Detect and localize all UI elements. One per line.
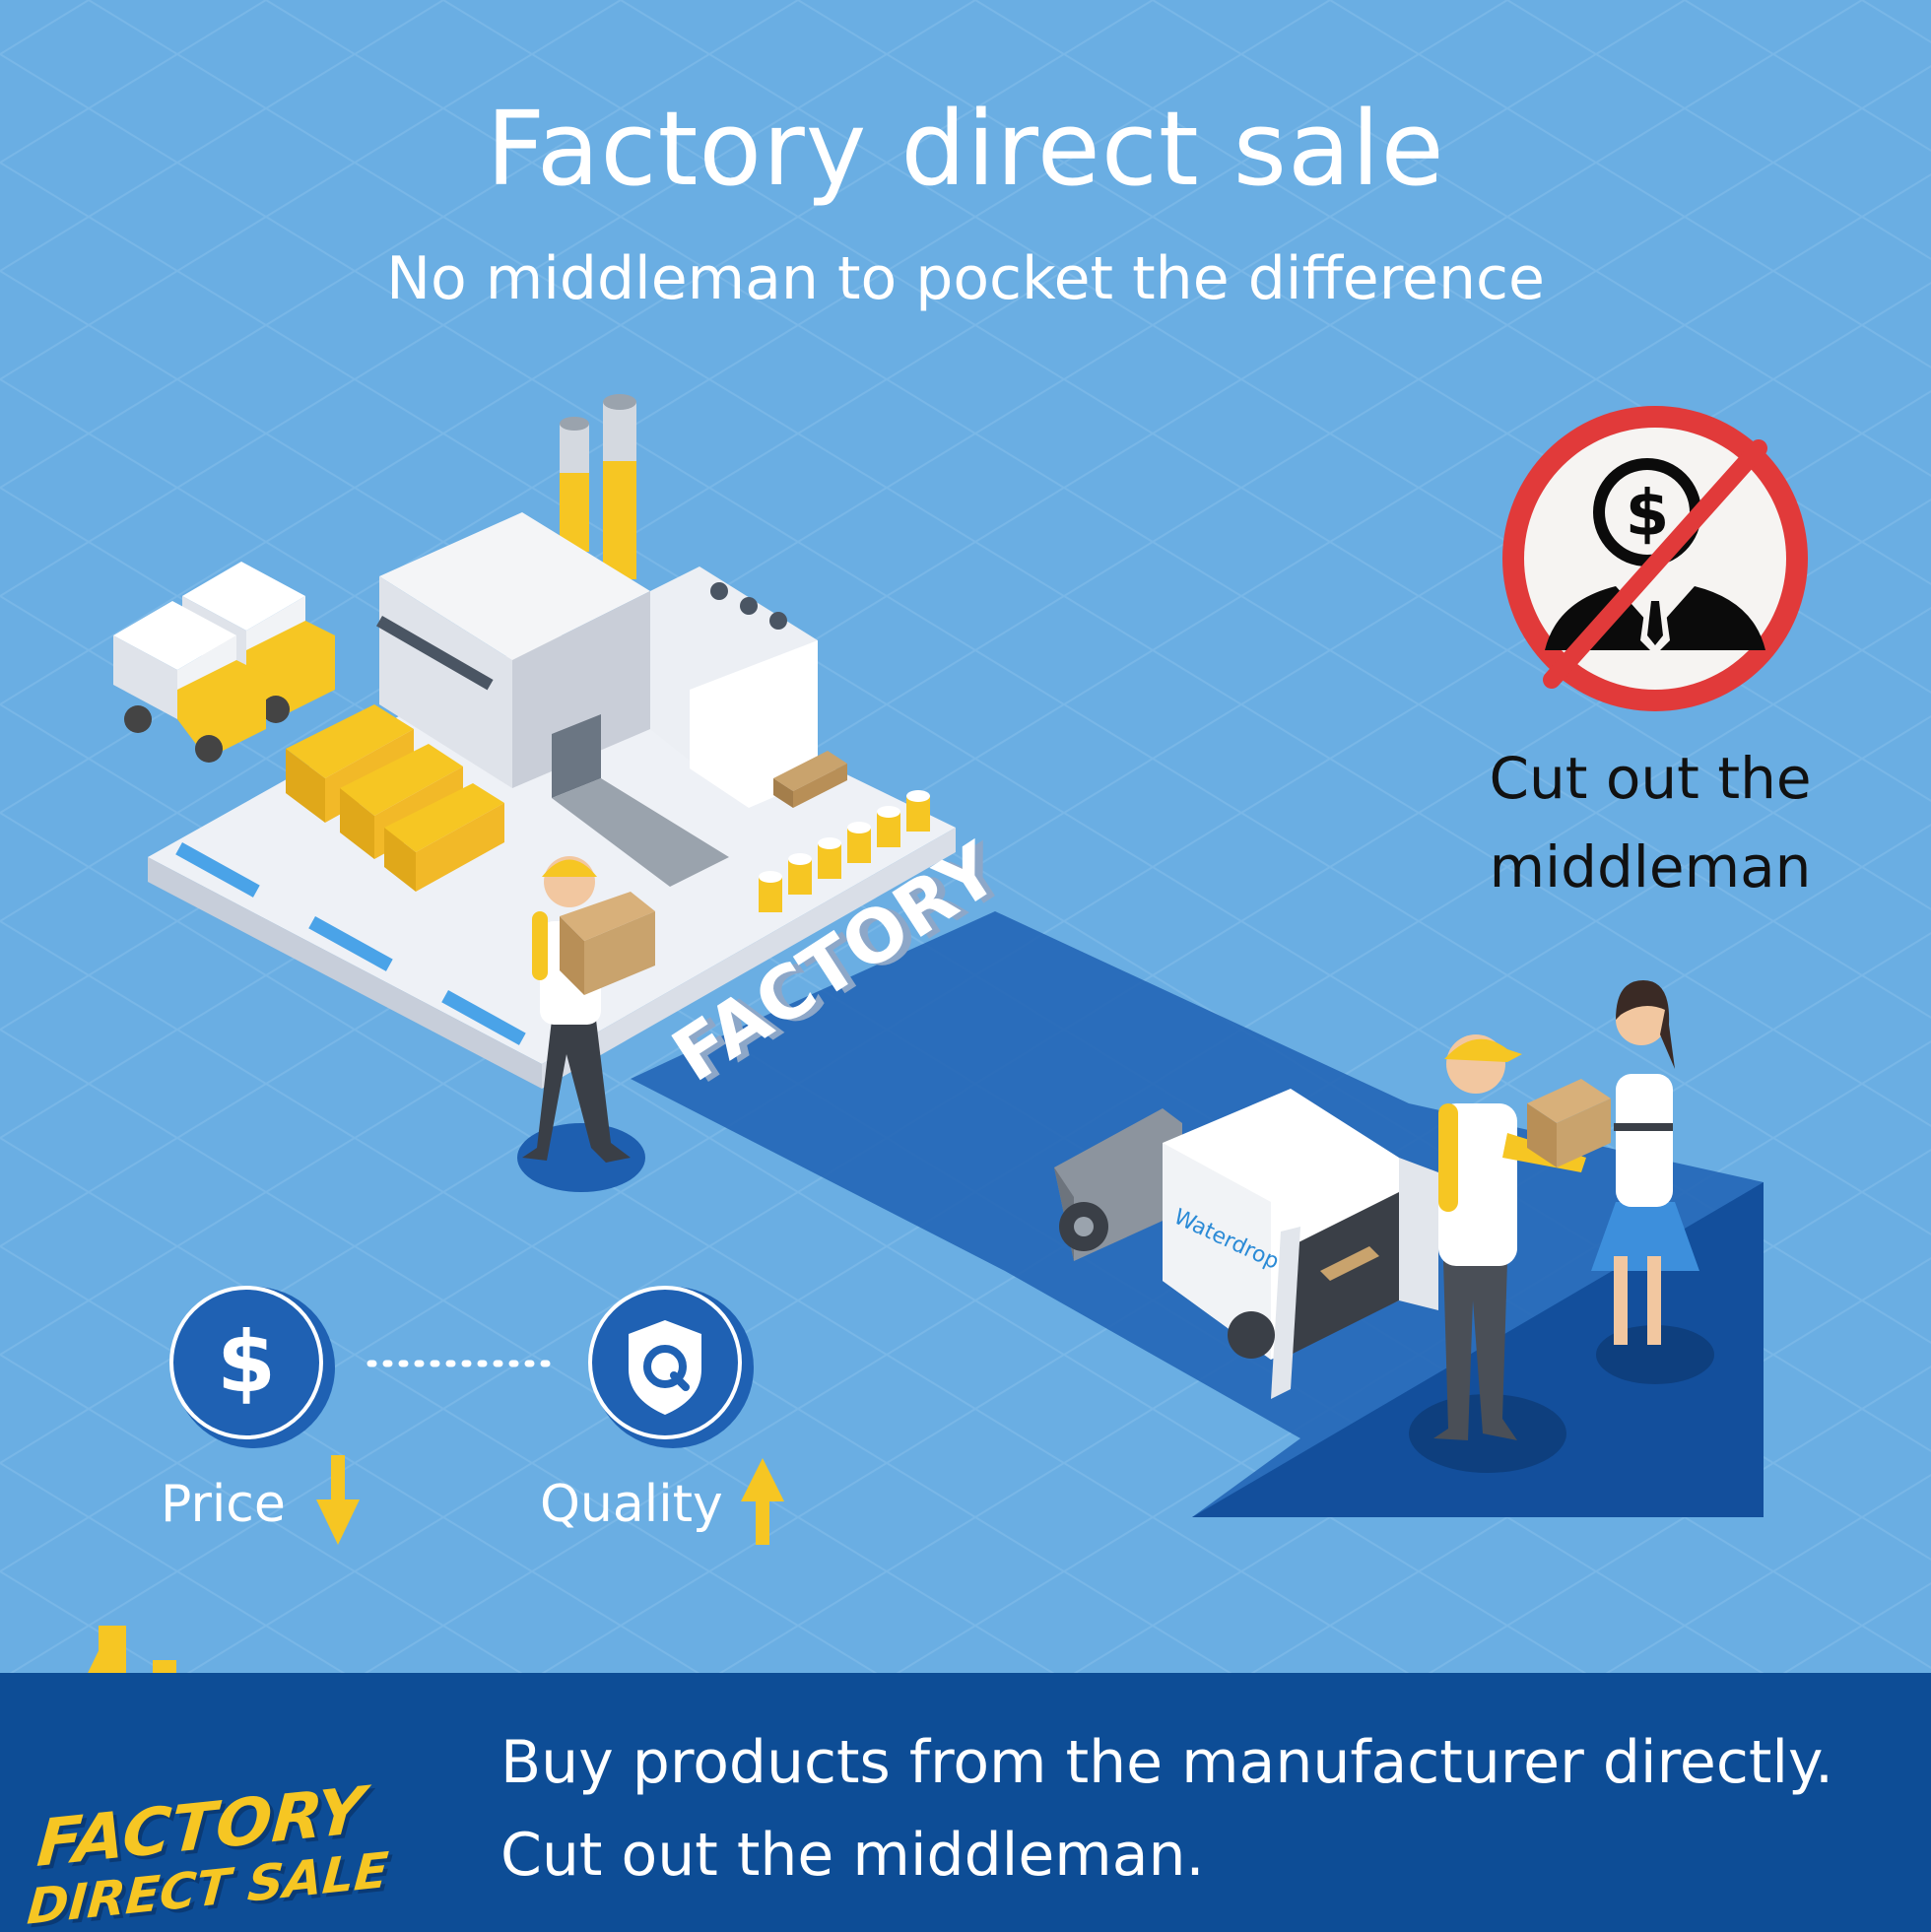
quality-label: Quality [540,1475,723,1534]
page-subtitle: No middleman to pocket the difference [386,244,1545,313]
footer-text-line1: Buy products from the manufacturer direc… [500,1728,1834,1797]
arrow-down-icon [316,1455,360,1545]
factory-illustration [148,394,956,1089]
footer-bar: FACTORY DIRECT SALE Buy products from th… [0,1673,1931,1932]
quality-benefit [588,1286,784,1545]
handover-illustration [1409,980,1714,1473]
no-middleman-icon: $ [1502,406,1808,711]
badge-label-line2: middleman [1489,833,1812,900]
quality-shield-icon [629,1320,701,1415]
factory-worker-illustration [517,856,655,1192]
dollar-icon: $ [217,1313,276,1412]
arrow-up-icon [741,1458,784,1545]
page-title: Factory direct sale [486,89,1445,209]
price-benefit: $ [169,1286,360,1545]
delivery-van-illustration: Waterdrop [1054,1089,1438,1399]
trucks-illustration [113,562,335,763]
svg-text:$: $ [1626,478,1670,551]
footer-text-line2: Cut out the middleman. [500,1821,1205,1890]
price-label: Price [161,1475,286,1534]
badge-label: Cut out the middleman [1443,734,1857,911]
badge-label-line1: Cut out the [1489,745,1812,812]
